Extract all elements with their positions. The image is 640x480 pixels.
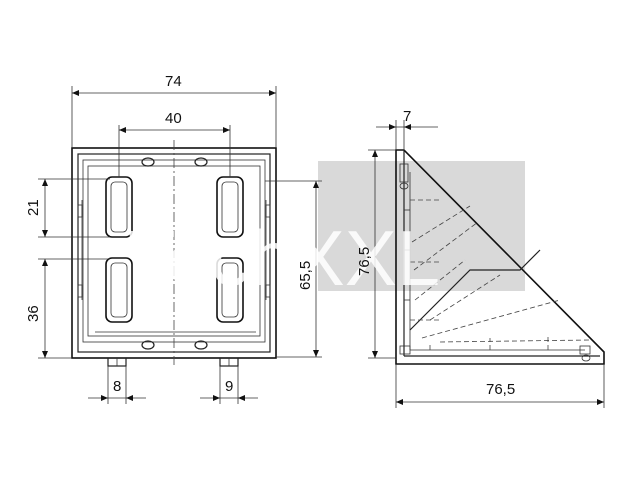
side-view	[395, 149, 605, 365]
dim-overall-width: 74	[165, 73, 182, 90]
watermark-text: TechXXL	[128, 214, 440, 302]
front-dimensions	[38, 86, 322, 404]
dim-thickness: 7	[403, 108, 411, 125]
dim-slot-height: 21	[25, 199, 42, 216]
watermark-box	[318, 161, 525, 291]
dim-bottom-left: 8	[113, 378, 121, 395]
dim-side-width: 76,5	[486, 381, 515, 398]
dim-lower-offset: 36	[25, 305, 42, 322]
dim-slot-spacing: 40	[165, 110, 182, 127]
side-dimensions	[368, 120, 605, 408]
dim-side-height: 76,5	[356, 247, 373, 276]
dim-bottom-right: 9	[225, 378, 233, 395]
dim-overall-height: 65,5	[297, 261, 314, 290]
